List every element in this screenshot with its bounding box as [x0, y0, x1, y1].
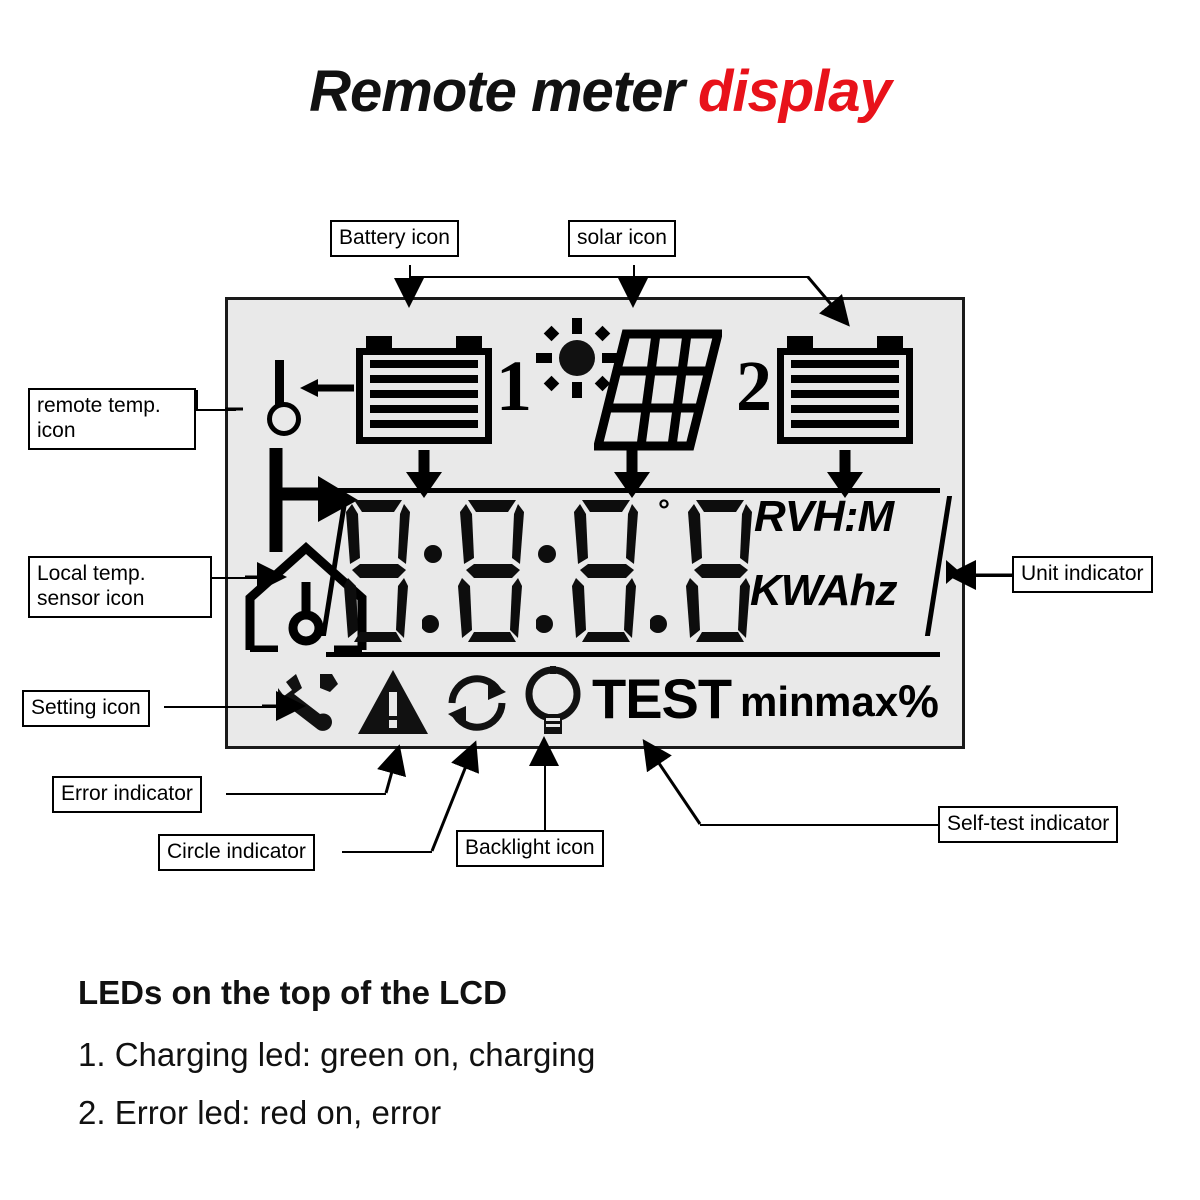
degree-symbol: ° — [658, 494, 670, 527]
callout-solar-icon-text: solar icon — [577, 226, 667, 249]
leader-selftest-h — [700, 824, 940, 826]
decimal-point-2 — [536, 545, 556, 633]
callout-self-test-indicator-text: Self-test indicator — [947, 812, 1110, 835]
callout-unit-indicator: Unit indicator — [1012, 556, 1153, 593]
footer-line-2: 2. Error led: red on, error — [78, 1094, 442, 1131]
circle-refresh-icon — [448, 675, 506, 731]
battery-1-number: 1 — [496, 346, 532, 426]
seven-segment-digit-2 — [458, 500, 524, 642]
leader-battery-branch — [409, 276, 809, 278]
callout-circle-indicator-text: Circle indicator — [167, 840, 306, 863]
callout-local-temp-icon: Local temp. sensor icon — [28, 556, 212, 618]
seven-segment-digit-4 — [686, 500, 752, 642]
callout-remote-temp-line1: remote temp. — [37, 394, 161, 417]
leader-local-temp — [212, 577, 262, 579]
remote-temp-arrow-icon — [300, 379, 354, 397]
unit-indicator-line2: KWAhz — [750, 566, 898, 615]
local-temp-sensor-icon — [245, 541, 367, 652]
callout-backlight-icon-text: Backlight icon — [465, 836, 595, 859]
leader-remote-temp — [196, 409, 236, 411]
callout-self-test-indicator: Self-test indicator — [938, 806, 1119, 843]
seven-segment-digit-3 — [572, 500, 638, 642]
callout-unit-indicator-text: Unit indicator — [1021, 562, 1144, 585]
callout-error-indicator: Error indicator — [52, 776, 202, 813]
callout-setting-icon: Setting icon — [22, 690, 150, 727]
backlight-bulb-icon — [525, 666, 581, 734]
callout-circle-indicator: Circle indicator — [158, 834, 315, 871]
callout-setting-icon-text: Setting icon — [31, 696, 141, 719]
unit-indicator-line1: RVH:M — [754, 492, 894, 541]
lcd-top-rule — [326, 488, 940, 493]
callout-remote-temp-icon: remote temp. icon — [28, 388, 196, 450]
battery-2-down-arrow-icon — [827, 450, 863, 498]
error-warning-icon — [358, 670, 428, 734]
self-test-label: TEST — [592, 667, 732, 730]
seven-segment-digit-1 — [344, 500, 410, 642]
remote-temp-icon — [262, 360, 301, 438]
battery-1-down-arrow-icon — [406, 450, 442, 498]
callout-battery-icon-text: Battery icon — [339, 226, 450, 249]
decimal-point-3 — [650, 615, 667, 633]
local-temp-arrow-icon — [269, 448, 358, 552]
callout-battery-icon: Battery icon — [330, 220, 459, 257]
min-label: min — [740, 678, 815, 725]
page-title-main: Remote meter — [309, 59, 685, 124]
lcd-bottom-rule — [326, 652, 940, 657]
callout-solar-icon: solar icon — [568, 220, 676, 257]
callout-backlight-icon: Backlight icon — [456, 830, 604, 867]
footer-line-1: 1. Charging led: green on, charging — [78, 1036, 596, 1073]
lcd-status-row: TEST min max % — [228, 664, 962, 750]
footer-heading: LEDs on the top of the LCD — [78, 974, 507, 1011]
leader-setting — [164, 706, 290, 708]
max-label: max — [814, 678, 899, 725]
callout-remote-temp-line2: icon — [37, 418, 76, 442]
leader-error-h — [226, 793, 386, 795]
leader-remote-temp-stub — [196, 390, 198, 411]
callout-local-temp-line2: sensor icon — [37, 586, 145, 610]
lcd-panel: 1 — [225, 297, 965, 749]
solar-down-arrow-icon — [614, 450, 650, 498]
solar-panel-icon — [594, 329, 722, 451]
leader-backlight-v — [544, 744, 546, 830]
battery-2-number: 2 — [736, 346, 772, 426]
battery-1-icon — [356, 336, 492, 444]
callout-error-indicator-text: Error indicator — [61, 782, 193, 805]
battery-2-icon — [777, 336, 913, 444]
lcd-digit-area: ° RVH:M KWAhz — [326, 492, 938, 652]
leader-circle-h — [342, 851, 432, 853]
decimal-point-1 — [422, 545, 442, 633]
callout-local-temp-line1: Local temp. — [37, 562, 146, 585]
setting-wrench-icon — [278, 674, 338, 731]
page-title-accent: display — [697, 59, 892, 124]
percent-label: % — [898, 675, 939, 727]
